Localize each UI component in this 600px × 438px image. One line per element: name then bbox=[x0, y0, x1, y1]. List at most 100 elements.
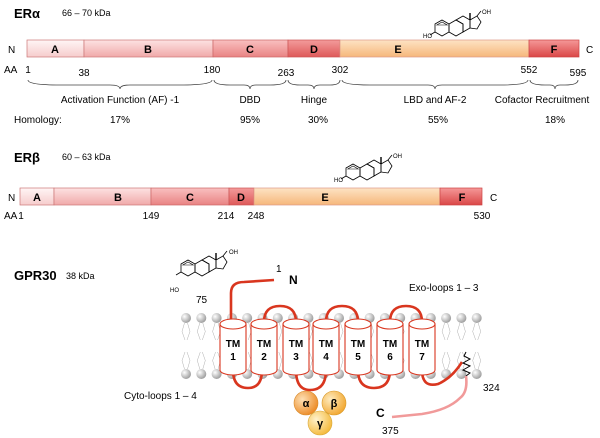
er-beta-pos-149: 149 bbox=[143, 211, 160, 222]
gpr30-ligand-oh: OH bbox=[229, 250, 238, 256]
palmitoyl-anchor bbox=[461, 351, 472, 377]
er-beta-label-b: B bbox=[114, 192, 122, 204]
lipid-head bbox=[196, 313, 207, 323]
er-alpha-mass: 66 – 70 kDa bbox=[62, 8, 111, 18]
tm-helix-2: TM 2 bbox=[250, 318, 278, 376]
lipid-head bbox=[196, 369, 207, 379]
tm-helix-6: TM 6 bbox=[376, 318, 404, 376]
er-beta-label-e: E bbox=[321, 192, 328, 204]
er-beta-title: ERβ bbox=[14, 150, 40, 165]
er-alpha-domain-bar bbox=[26, 39, 580, 58]
er-alpha-regions: Activation Function (AF) -1 DBD Hinge LB… bbox=[61, 95, 590, 106]
lipid-head bbox=[441, 313, 452, 323]
region-dbd: DBD bbox=[239, 95, 260, 106]
tm-helix-5: TM5 bbox=[344, 318, 372, 376]
er-alpha-n-terminus: N bbox=[8, 45, 15, 56]
brace-cofactor bbox=[529, 79, 579, 90]
er-beta-aa-label: AA bbox=[4, 211, 18, 222]
er-beta-domain-f bbox=[439, 187, 483, 206]
er-beta-positions: 1 149 214 248 530 bbox=[18, 211, 491, 222]
tm-label: TM bbox=[383, 339, 397, 350]
er-beta-label-c: C bbox=[186, 192, 194, 204]
tm-number: 6 bbox=[387, 352, 393, 363]
gpr30-c-terminus: C bbox=[376, 406, 385, 420]
lipid-tail bbox=[472, 351, 481, 370]
tm-number: 7 bbox=[419, 352, 425, 363]
tm-helix-1: TM 1 bbox=[219, 318, 247, 376]
homology-cofactor: 18% bbox=[545, 115, 565, 126]
g-gamma-label: γ bbox=[317, 418, 324, 430]
g-alpha-subunit bbox=[293, 390, 319, 416]
lipid-tail bbox=[181, 351, 191, 370]
gpr30-exo-loops bbox=[262, 304, 424, 323]
lipid-head bbox=[456, 369, 467, 379]
cyto-loop-4 bbox=[420, 361, 464, 386]
gpr30-title: GPR30 bbox=[14, 268, 57, 283]
lipid-tail bbox=[457, 322, 466, 341]
gpr30-c-terminal-tail bbox=[391, 375, 468, 419]
gpr30-pos-324: 324 bbox=[483, 383, 500, 394]
er-beta-estradiol-structure bbox=[340, 154, 393, 181]
er-alpha-region-braces bbox=[27, 79, 579, 90]
er-beta-c-terminus: C bbox=[490, 193, 497, 204]
gpr30-cyto-loops bbox=[231, 361, 464, 392]
tm-label: TM bbox=[415, 339, 429, 350]
er-beta-n-terminus: N bbox=[8, 193, 15, 204]
tm-number: 4 bbox=[323, 352, 329, 363]
tm-label: TM bbox=[257, 339, 271, 350]
er-beta-mass: 60 – 63 kDa bbox=[62, 152, 111, 162]
er-alpha-domain-f bbox=[528, 39, 580, 58]
er-beta-domain-b bbox=[53, 187, 152, 206]
er-beta-label-d: D bbox=[237, 192, 245, 204]
er-beta-label-f: F bbox=[459, 192, 466, 204]
er-beta-ligand-oh: OH bbox=[393, 154, 402, 160]
homology-lbd: 55% bbox=[428, 115, 448, 126]
er-beta-domain-e bbox=[253, 187, 441, 206]
tm-label: TM bbox=[289, 339, 303, 350]
lipid-head bbox=[211, 369, 222, 379]
er-alpha-pos-595: 595 bbox=[570, 68, 587, 79]
gpr30-estradiol-structure bbox=[175, 250, 228, 277]
tm-label: TM bbox=[319, 339, 333, 350]
er-beta-ligand-ho: HO bbox=[334, 178, 343, 184]
gpr30-ligand-ho: HO bbox=[170, 288, 179, 294]
er-alpha-pos-552: 552 bbox=[521, 65, 538, 76]
er-alpha-positions: 1 38 180 263 302 552 595 bbox=[25, 65, 587, 79]
gpr30-n-position: 1 bbox=[276, 264, 282, 275]
region-af1: Activation Function (AF) -1 bbox=[61, 95, 180, 106]
cyto-loop-1 bbox=[231, 369, 264, 390]
homology-hinge: 30% bbox=[308, 115, 328, 126]
er-alpha-pos-263: 263 bbox=[278, 68, 295, 79]
er-alpha-estradiol-structure bbox=[429, 10, 482, 37]
tm-helix-3: TM 3 bbox=[282, 318, 310, 376]
homology-dbd: 95% bbox=[240, 115, 260, 126]
tm-number: 1 bbox=[230, 352, 236, 363]
g-alpha-label: α bbox=[303, 398, 310, 410]
g-beta-subunit bbox=[321, 390, 347, 416]
cyto-loop-2 bbox=[294, 369, 328, 392]
er-alpha-ligand-oh: OH bbox=[482, 10, 491, 16]
homology-label: Homology: bbox=[14, 115, 62, 126]
lipid-tail bbox=[212, 351, 221, 370]
tm-number: 2 bbox=[261, 352, 267, 363]
gpr30-n-terminal-tail bbox=[229, 278, 275, 327]
lipid-tail bbox=[197, 322, 206, 341]
er-alpha-homology: Homology: 17% 95% 30% 55% 18% bbox=[14, 115, 565, 126]
lipid-tail bbox=[441, 351, 451, 370]
er-beta-domain-bar bbox=[19, 187, 483, 206]
lipid-tail bbox=[212, 322, 221, 341]
lipid-tail bbox=[181, 322, 191, 341]
lipid-head bbox=[211, 313, 222, 323]
tm-label: TM bbox=[351, 339, 365, 350]
region-cofactor: Cofactor Recruitment bbox=[495, 95, 590, 106]
gpr30-n-terminus: N bbox=[289, 273, 298, 287]
gpr30-pos-75: 75 bbox=[196, 295, 208, 306]
er-alpha-label-a: A bbox=[51, 44, 59, 56]
lipid-head bbox=[181, 369, 191, 379]
er-beta-label-a: A bbox=[33, 192, 41, 204]
lipid-head bbox=[242, 313, 253, 323]
tm-label: TM bbox=[226, 339, 240, 350]
lipid-tail bbox=[197, 351, 206, 370]
lipid-head bbox=[456, 313, 467, 323]
tm-number: 3 bbox=[293, 352, 299, 363]
